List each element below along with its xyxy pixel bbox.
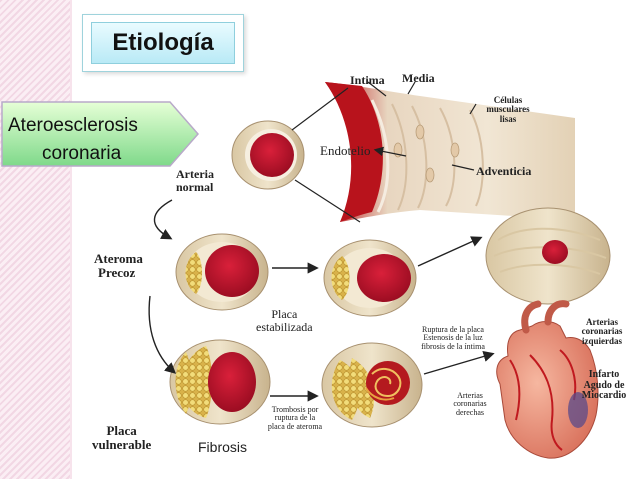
label-placa-est-2: estabilizada [256, 319, 313, 334]
heart-illustration [496, 300, 599, 459]
label-ruptura-3: fibrosis de la íntima [421, 341, 485, 351]
label-arterias-izq-2: coronarias [581, 326, 623, 337]
label-ruptura-2: Estenosis de la luz [423, 333, 483, 343]
label-fibrosis: Fibrosis [198, 439, 248, 455]
thrombosis-artery [321, 342, 423, 428]
label-myocardial-infarction: Infarto Agudo de Miocardio [574, 369, 634, 402]
label-adventicia: Adventicia [476, 164, 532, 178]
vessel-wall-closeup [325, 82, 575, 222]
label-arterias-izq-3: izquierdas [581, 335, 622, 346]
label-ateroma-1: Ateroma [94, 251, 143, 266]
label-arteria-2: normal [176, 179, 214, 194]
vulnerable-plaque-artery [169, 339, 271, 425]
label-infarto-2: Agudo de [583, 379, 625, 391]
label-stabilized-plaque: Placa estabilizada [256, 308, 313, 333]
label-arteria-1: Arteria [176, 167, 214, 181]
label-intima: Intima [350, 73, 385, 87]
label-arterias-der-3: derechas [456, 407, 484, 417]
label-placa-vul-1: Placa [106, 423, 137, 438]
title-inner: Etiología [91, 22, 235, 64]
label-vulnerable-plaque: Placa vulnerable [92, 424, 151, 451]
label-infarto-1: Infarto [588, 369, 620, 380]
pointer-lines [291, 81, 477, 223]
label-celulas-3: lisas [499, 113, 517, 124]
decorative-stripe [0, 0, 70, 479]
label-trombosis-1: Trombosis por [271, 405, 319, 414]
subtitle-line2: coronaria [42, 143, 122, 164]
label-early-atheroma: Ateroma Precoz [94, 252, 143, 279]
label-infarto-3: Miocardio [581, 390, 627, 401]
subtitle-arrow-shape [1, 101, 199, 167]
label-trombosis-3: placa de ateroma [267, 421, 323, 431]
label-celulas-2: musculares [486, 104, 530, 115]
label-thrombosis: Trombosis por ruptura de la placa de ate… [262, 405, 328, 431]
label-arterias-der-1: Arterias [457, 391, 483, 400]
slide-subtitle: Ateroesclerosis coronaria [8, 112, 178, 168]
label-ruptura-1: Ruptura de la placa [422, 325, 484, 334]
title-box: Etiología [82, 14, 244, 72]
stenosis-artery [485, 207, 611, 305]
label-endotelio: Endotelio [320, 143, 371, 158]
label-plaque-rupture: Ruptura de la placa Estenosis de la luz … [398, 325, 508, 351]
label-placa-est-1: Placa [271, 307, 298, 321]
flow-arrows [148, 199, 495, 402]
label-trombosis-2: ruptura de la [274, 413, 316, 423]
label-arterias-der-2: coronarias [453, 399, 487, 409]
stripe-edge [70, 0, 72, 479]
label-media: Media [402, 71, 435, 85]
label-celulas-1: Células [493, 95, 523, 105]
normal-artery [231, 120, 305, 190]
label-smooth-muscle-cells: Células musculares lisas [468, 95, 548, 124]
early-atheroma-artery [175, 233, 269, 311]
label-right-coronary-arteries: Arterias coronarias derechas [438, 391, 502, 417]
subtitle-line1: Ateroesclerosis [8, 115, 138, 136]
label-arterias-izq-1: Arterias [586, 317, 618, 327]
label-left-coronary-arteries: Arterias coronarias izquierdas [572, 317, 632, 346]
label-ateroma-2: Precoz [98, 264, 136, 280]
label-normal-artery: Arteria normal [176, 168, 214, 193]
label-placa-vul-2: vulnerable [92, 436, 152, 452]
stabilized-plaque-artery [323, 239, 417, 317]
slide-title: Etiología [112, 29, 214, 56]
